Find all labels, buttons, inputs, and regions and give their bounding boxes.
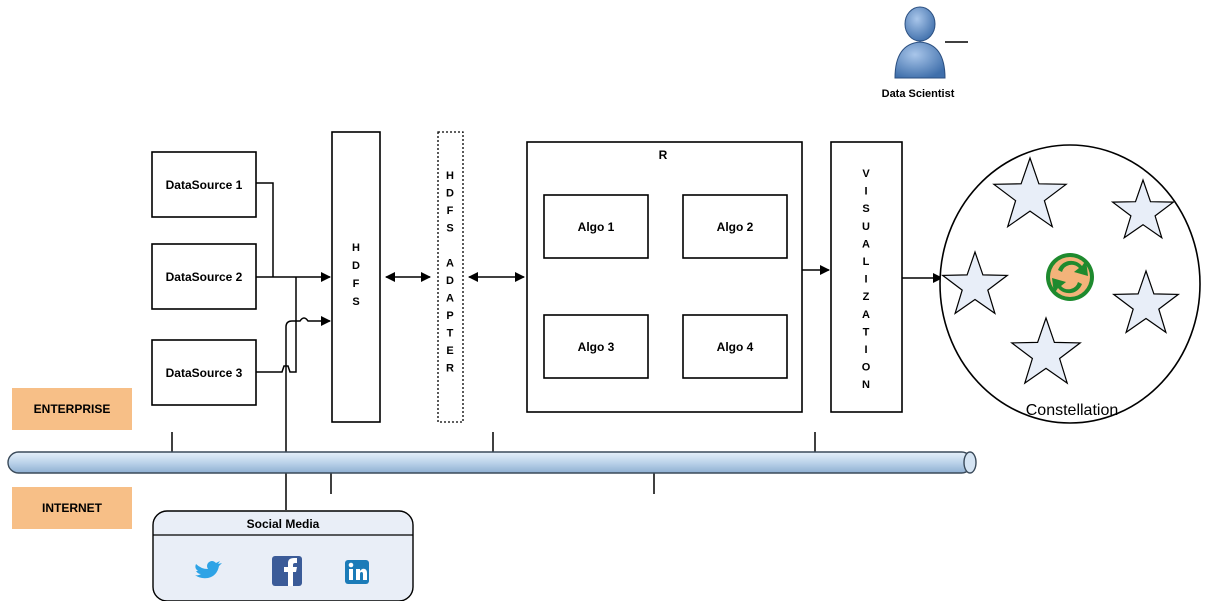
algo-2: Algo 2 (682, 194, 788, 259)
constellation-label: Constellation (1026, 402, 1119, 419)
visualization-letter: L (863, 256, 870, 268)
algo-3-label: Algo 3 (578, 340, 615, 354)
visualization-letter: N (862, 379, 870, 391)
network-bus (7, 451, 977, 474)
internet-tag: INTERNET (12, 487, 132, 529)
r-block: R Algo 1 Algo 2 Algo 3 Algo 4 (526, 141, 803, 413)
visualization-letter: I (864, 186, 867, 198)
hdfs-letter: D (352, 260, 360, 272)
visualization-letter: A (862, 238, 870, 250)
internet-label: INTERNET (42, 501, 103, 515)
data-scientist-label: Data Scientist (882, 88, 955, 100)
social-media-panel: Social Media (152, 510, 414, 601)
visualization-letter: O (862, 362, 871, 374)
star-icon (1010, 316, 1082, 385)
data-scientist: Data Scientist (882, 6, 968, 100)
visualization-letter: I (864, 274, 867, 286)
visualization-letter: T (863, 326, 870, 338)
hdfs-adapter-letter: A (446, 258, 454, 270)
twitter-icon[interactable] (189, 560, 223, 582)
algo-4-label: Algo 4 (717, 340, 754, 354)
star-icon (992, 156, 1068, 229)
visualization-letter: Z (863, 291, 870, 303)
hdfs-adapter-letter: D (446, 188, 454, 200)
hdfs-adapter-letter: R (446, 363, 454, 375)
constellation: Constellation (939, 144, 1201, 424)
hdfs-letter: S (352, 296, 359, 308)
algo-4: Algo 4 (682, 314, 788, 379)
hdfs-adapter-letter: D (446, 275, 454, 287)
bus-ticks (171, 432, 816, 494)
hdfs-adapter-letter: H (446, 170, 454, 182)
datasource-1: DataSource 1 (151, 151, 257, 218)
star-icon (1110, 178, 1176, 240)
visualization-letter: V (862, 168, 870, 180)
datasource-2: DataSource 2 (151, 243, 257, 310)
hdfs-letter: H (352, 242, 360, 254)
r-title: R (659, 148, 668, 162)
hdfs-letter: F (353, 278, 360, 290)
visualization-letter: A (862, 309, 870, 321)
datasource-3-label: DataSource 3 (166, 366, 243, 380)
enterprise-tag: ENTERPRISE (12, 388, 132, 430)
datasource-1-label: DataSource 1 (166, 178, 243, 192)
star-icon (940, 250, 1010, 315)
visualization-letter: I (864, 344, 867, 356)
hdfs-adapter-letter: A (446, 293, 454, 305)
hdfs-adapter-letter: T (447, 328, 454, 340)
facebook-icon[interactable] (272, 556, 302, 586)
social-media-title: Social Media (247, 517, 320, 531)
hdfs-adapter-letter: P (446, 310, 453, 322)
algo-1: Algo 1 (543, 194, 649, 259)
hdfs-adapter-letter: S (446, 223, 453, 235)
recycle-icon (1046, 253, 1094, 301)
algo-3: Algo 3 (543, 314, 649, 379)
person-icon (894, 6, 968, 79)
datasource-3: DataSource 3 (151, 339, 257, 406)
algo-1-label: Algo 1 (578, 220, 615, 234)
enterprise-label: ENTERPRISE (34, 402, 111, 416)
hdfs-adapter-letter: E (446, 345, 453, 357)
datasource-2-label: DataSource 2 (166, 270, 243, 284)
visualization-letter: U (862, 221, 870, 233)
star-icon (1111, 269, 1181, 334)
visualization-letter: S (862, 203, 869, 215)
hdfs-adapter-letter: F (447, 205, 454, 217)
source-connectors (256, 182, 331, 510)
linkedin-icon[interactable] (345, 560, 369, 584)
algo-2-label: Algo 2 (717, 220, 754, 234)
